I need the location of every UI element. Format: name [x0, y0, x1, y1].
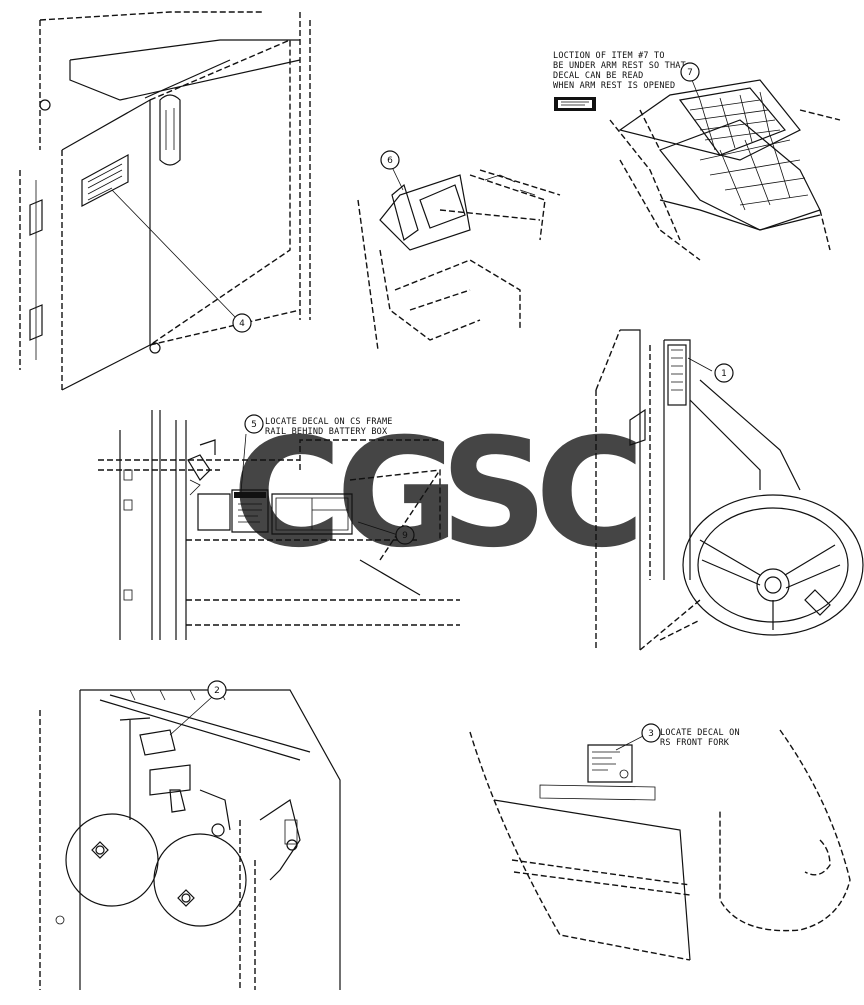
watermark-letter-3: S	[440, 407, 548, 581]
callout-4: 4	[232, 313, 252, 333]
note-item-7-line-1: LOCTION OF ITEM #7 TO	[553, 51, 665, 61]
callout-6: 6	[380, 150, 400, 170]
note-item-5: LOCATE DECAL ON CS FRAME RAIL BEHIND BAT…	[265, 417, 393, 437]
callout-7: 7	[680, 62, 700, 82]
panel-console-item-6	[357, 166, 561, 351]
callout-1-number: 1	[721, 369, 727, 379]
panel-cabinet-item-4	[19, 11, 311, 391]
watermark-letter-2: G	[336, 407, 459, 581]
note-item-5-line-1: LOCATE DECAL ON CS FRAME	[265, 417, 393, 427]
note-item-3-line-1: LOCATE DECAL ON	[660, 728, 740, 738]
watermark-logo: C G S C	[232, 407, 645, 581]
panel-armrest-item-7	[554, 79, 841, 261]
callout-9: 9	[395, 525, 415, 545]
panel-front-fork-item-3	[469, 729, 851, 961]
note-item-7-line-3: DECAL CAN BE READ	[553, 71, 643, 81]
callout-3-number: 3	[648, 729, 654, 739]
note-item-3-line-2: RS FRONT FORK	[660, 738, 730, 748]
callout-7-number: 7	[687, 68, 693, 78]
callout-1: 1	[714, 363, 734, 383]
note-item-3: LOCATE DECAL ON RS FRONT FORK	[660, 728, 740, 748]
panel-frame-rail-items-5-9	[98, 410, 460, 640]
callout-3: 3	[641, 723, 661, 743]
note-item-7-line-4: WHEN ARM REST IS OPENED	[553, 81, 675, 91]
panel-air-tanks-item-2	[39, 689, 341, 990]
note-item-7: LOCTION OF ITEM #7 TO BE UNDER ARM REST …	[553, 51, 686, 91]
watermark-letter-4: C	[535, 407, 645, 581]
callout-4-number: 4	[239, 319, 245, 329]
callout-2: 2	[207, 680, 227, 700]
watermark-letter-1: C	[232, 407, 342, 581]
callout-5: 5	[244, 414, 264, 434]
callout-9-number: 9	[402, 531, 408, 541]
callout-6-number: 6	[387, 156, 393, 166]
callout-2-number: 2	[214, 686, 220, 696]
note-item-7-line-2: BE UNDER ARM REST SO THAT	[553, 61, 686, 71]
note-item-5-line-2: RAIL BEHIND BATTERY BOX	[265, 427, 388, 437]
callout-5-number: 5	[251, 420, 257, 430]
panel-steering-item-1	[595, 329, 864, 651]
